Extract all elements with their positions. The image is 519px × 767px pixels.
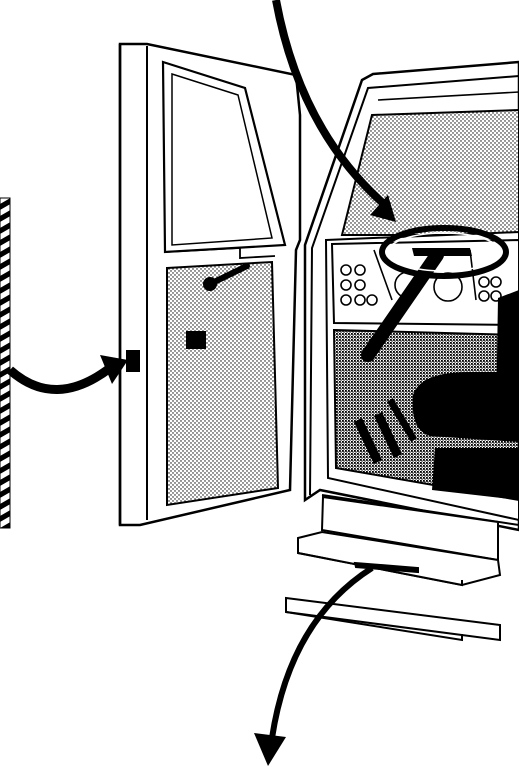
door-handle: [203, 263, 250, 291]
lock-button: [186, 331, 206, 349]
door-latch: [126, 350, 140, 372]
driver-seat: [412, 290, 519, 500]
arrow-to-steering-wheel: [272, 0, 396, 222]
arrow-from-step: [254, 565, 374, 766]
steps: [285, 495, 502, 642]
steering-wheel: [361, 225, 509, 362]
pedals: [353, 398, 418, 464]
arrow-to-door-latch: [7, 355, 128, 394]
open-door: [118, 42, 302, 527]
striped-post: [0, 197, 11, 529]
